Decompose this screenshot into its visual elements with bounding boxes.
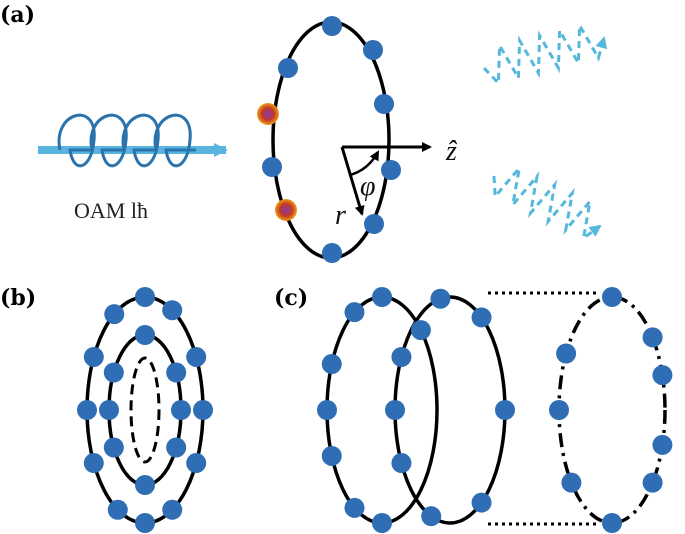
- atom-dot: [166, 437, 187, 458]
- panel-label-c: (c): [274, 285, 308, 311]
- atom-dot: [471, 492, 492, 513]
- atom-dot: [278, 58, 298, 78]
- atom-dot: [321, 445, 342, 466]
- atom-dot: [322, 16, 342, 36]
- atom-dot: [107, 499, 128, 520]
- excited-atom: [275, 199, 297, 221]
- atom-dot: [103, 437, 124, 458]
- atom-dot: [421, 506, 442, 527]
- atom-dot: [344, 302, 365, 323]
- atom-dot: [602, 513, 622, 533]
- helix-coil: [57, 113, 196, 168]
- atom-dot: [372, 513, 392, 533]
- atom-dot: [652, 365, 673, 386]
- atom-dot: [162, 499, 183, 520]
- stacked-rings-c: [317, 287, 673, 533]
- atom-dot: [186, 346, 207, 367]
- atom-dot: [262, 157, 282, 177]
- atom-dot: [135, 325, 155, 345]
- atom-dot: [602, 287, 622, 307]
- atom-dot: [83, 346, 104, 367]
- atom-dot: [135, 475, 155, 495]
- atom-dot: [495, 400, 515, 420]
- atom-dot: [103, 362, 124, 383]
- atom-dot: [642, 472, 663, 493]
- atom-dot: [471, 307, 492, 328]
- atom-dot: [363, 40, 383, 60]
- excited-atom: [257, 103, 279, 125]
- panel-label-b: (b): [0, 285, 36, 311]
- atom-dot: [561, 472, 582, 493]
- atom-dot: [430, 288, 451, 309]
- atom-dot: [171, 400, 191, 420]
- atom-dot: [317, 400, 337, 420]
- atom-dot: [385, 400, 405, 420]
- atom-dot: [391, 346, 412, 367]
- atom-dot: [104, 304, 125, 325]
- atom-dot: [162, 300, 183, 321]
- atom-dot: [135, 513, 155, 533]
- atom-dot: [83, 453, 104, 474]
- atom-dot: [77, 400, 97, 420]
- coordinate-axes: [340, 142, 432, 216]
- helix-beam-icon: [38, 113, 228, 168]
- atom-dot: [549, 400, 569, 420]
- atom-dot: [166, 362, 187, 383]
- atom-dot: [364, 214, 384, 234]
- oam-caption: OAM lħ: [74, 198, 148, 223]
- atom-dot: [381, 160, 401, 180]
- atom-dot: [193, 400, 213, 420]
- atom-dot: [374, 94, 394, 114]
- atom-dot: [344, 497, 365, 518]
- atom-dot: [186, 453, 207, 474]
- atom-dot: [372, 287, 392, 307]
- concentric-rings-b: [77, 287, 213, 533]
- r-label: r: [335, 200, 346, 231]
- atom-dot: [321, 354, 342, 375]
- phi-label: φ: [360, 171, 376, 202]
- atom-dot: [652, 434, 673, 455]
- atom-dot: [391, 453, 412, 474]
- atom-dot: [410, 320, 431, 341]
- photon-wave-icon: [482, 20, 608, 242]
- atom-dot: [322, 243, 342, 263]
- atom-ring-a: [257, 16, 401, 263]
- atom-dot: [556, 343, 577, 364]
- atom-dot: [99, 400, 119, 420]
- atom-dot: [135, 287, 155, 307]
- panel-label-a: (a): [0, 2, 35, 28]
- z-axis-label: ẑ: [445, 136, 458, 167]
- atom-dot: [642, 327, 663, 348]
